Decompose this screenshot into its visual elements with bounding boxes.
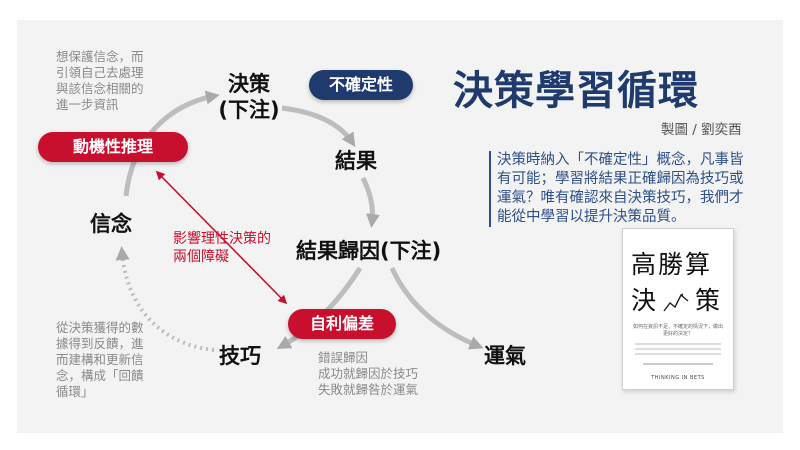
arrow-skill-to-belief (115, 246, 215, 352)
page-title: 決策學習循環 (453, 68, 699, 114)
book-title-line2-b: 策 (695, 286, 723, 315)
note-feedback-loop: 從決策獲得的數據得到反饋，進而建構和更新信念，構成「回饋循環」 (56, 320, 144, 399)
node-decision-label: 決策 (228, 72, 270, 96)
node-belief: 信念 (90, 212, 132, 236)
credit: 製圖 / 劉奕酉 (661, 122, 742, 138)
book-chart-icon (663, 293, 689, 312)
book-cover: 高勝算 決 策 如何在資訊不足、不確定的情況下，做出更好的決定？ THINKIN… (622, 228, 734, 390)
node-luck: 運氣 (484, 344, 526, 368)
arrow-decision-to-result (281, 105, 356, 147)
node-decision-bet: (下注) (218, 98, 280, 122)
arrow-attribution-to-luck (389, 266, 484, 350)
pill-uncertainty: 不確定性 (309, 70, 413, 100)
pill-self-serving-bias: 自利偏差 (288, 309, 396, 339)
node-skill: 技巧 (219, 344, 261, 368)
book-title-line1: 高勝算 (631, 250, 713, 279)
note-misattribution: 錯誤歸因 成功就歸因於技巧 失敗就歸咎於運氣 (318, 350, 419, 397)
arrow-belief-to-decision (123, 90, 220, 197)
note-two-obstacles: 影響理性決策的 兩個障礙 (173, 231, 271, 265)
book-author-line (643, 363, 713, 365)
node-attribution: 結果歸因(下注) (296, 239, 442, 263)
obstacle-arrow (155, 170, 288, 305)
book-title-line2-a: 決 (631, 286, 659, 315)
book-english-title: THINKING IN BETS (651, 375, 705, 381)
book-subtitle: 如何在資訊不足、不確定的情況下，做出更好的決定？ (632, 324, 723, 337)
node-result: 結果 (335, 149, 377, 173)
arrow-result-to-attribution (360, 176, 380, 228)
description: 決策時納入「不確定性」概念，凡事皆有可能；學習將結果正確歸因為技巧或運氣？唯有確… (489, 151, 753, 227)
pill-motivated-reasoning: 動機性推理 (38, 132, 188, 162)
note-motivated-reasoning: 想保護信念，而引領自己去處理與該信念相關的進一步資訊 (56, 49, 144, 112)
book-blurb (635, 343, 721, 357)
node-decision: 決策 (下注) (216, 71, 282, 123)
